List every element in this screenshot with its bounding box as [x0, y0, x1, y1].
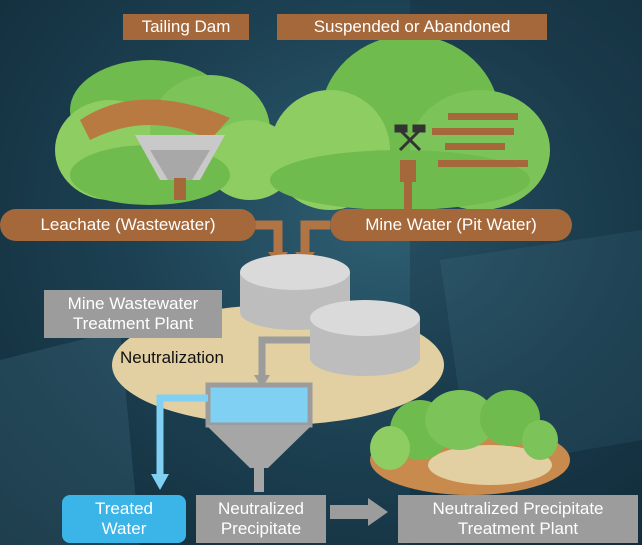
- precipitate-plant-site: [370, 390, 570, 495]
- neutralization-pipe: [258, 336, 310, 378]
- tank-2: [310, 300, 420, 376]
- precipitate-flow: [330, 505, 370, 519]
- label-precipitate-treatment-plant: Neutralized Precipitate Treatment Plant: [398, 495, 638, 543]
- label-mine-wastewater-plant-line1: Mine Wastewater: [67, 294, 199, 313]
- label-precipitate-treatment-plant-line1: Neutralized Precipitate: [432, 499, 604, 518]
- label-precipitate-treatment-plant-line2: Treatment Plant: [457, 519, 579, 538]
- label-mine-wastewater-plant-line2: Treatment Plant: [72, 314, 194, 333]
- suspended-mine-hills: [270, 35, 550, 210]
- label-leachate: Leachate (Wastewater): [0, 209, 256, 241]
- label-suspended-abandoned: Suspended or Abandoned: [277, 14, 547, 40]
- label-neutralization: Neutralization: [120, 348, 224, 367]
- arrow-precipitate: [368, 498, 388, 526]
- label-treated-water: Treated Water: [62, 495, 186, 543]
- label-mine-water: Mine Water (Pit Water): [330, 209, 572, 241]
- tailing-dam-hills: [55, 60, 295, 205]
- arrow-neutralization: [254, 375, 270, 388]
- inflow-pipes: [255, 220, 330, 255]
- neutralization-tank: [205, 382, 313, 492]
- arrow-treated-water: [151, 474, 169, 490]
- label-neutralized-precipitate-line2: Precipitate: [220, 519, 302, 538]
- label-treated-water-line2: Water: [101, 519, 147, 538]
- label-mine-wastewater-plant: Mine Wastewater Treatment Plant: [44, 290, 222, 338]
- label-neutralized-precipitate: Neutralized Precipitate: [196, 495, 326, 543]
- crossed-hammers-icon: [394, 124, 426, 152]
- label-neutralized-precipitate-line1: Neutralized: [218, 499, 304, 518]
- label-treated-water-line1: Treated: [95, 499, 153, 518]
- treated-water-pipe: [156, 394, 208, 478]
- label-tailing-dam: Tailing Dam: [123, 14, 249, 40]
